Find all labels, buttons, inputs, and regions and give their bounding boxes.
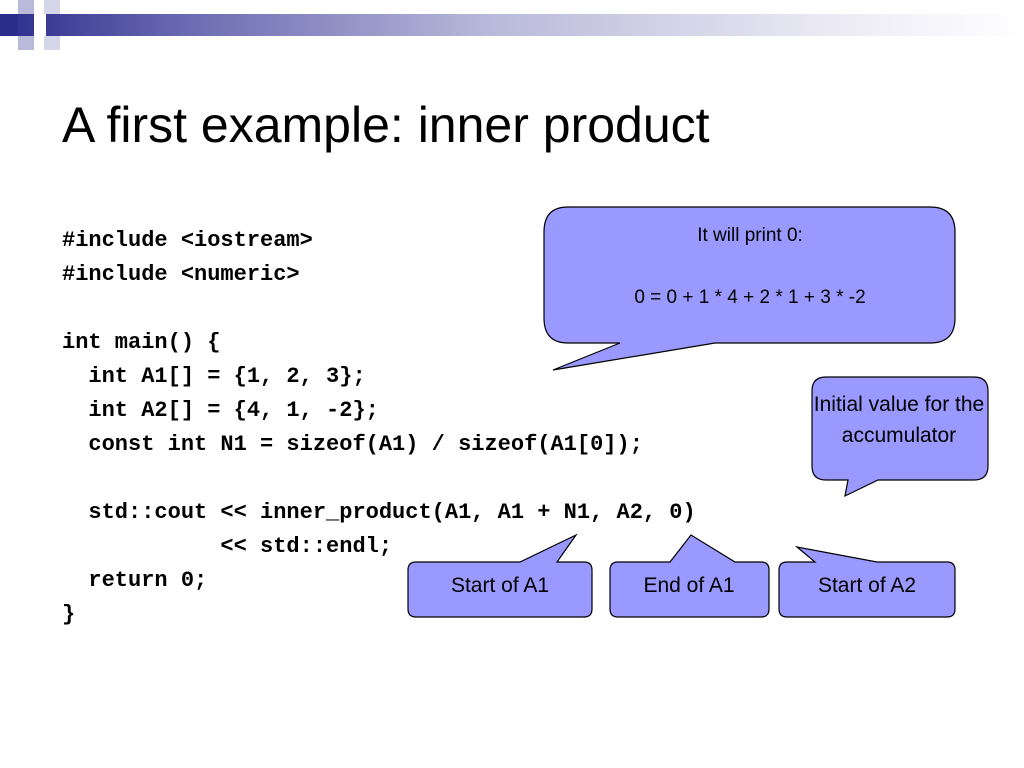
code-line: int A2[] = {4, 1, -2}; bbox=[62, 398, 379, 423]
callout-start-a2-bubble bbox=[778, 545, 956, 618]
callout-start-a1-text: Start of A1 bbox=[450, 574, 550, 597]
code-line: } bbox=[62, 602, 76, 627]
header-square bbox=[60, 0, 78, 14]
header-square bbox=[0, 14, 18, 36]
code-line: #include <iostream> bbox=[62, 228, 313, 253]
callout-start-a1-bubble bbox=[407, 533, 593, 618]
code-line: #include <numeric> bbox=[62, 262, 300, 287]
code-line bbox=[62, 462, 696, 496]
callout-result-line1: It will print 0: bbox=[697, 225, 803, 246]
header-square bbox=[18, 36, 34, 50]
header-square bbox=[34, 14, 46, 36]
code-line: int A1[] = {1, 2, 3}; bbox=[62, 364, 366, 389]
callout-initial-value-text: Initial value for the accumulator bbox=[813, 393, 985, 447]
code-line: const int N1 = sizeof(A1) / sizeof(A1[0]… bbox=[62, 432, 643, 457]
code-line: return 0; bbox=[62, 568, 208, 593]
header-square bbox=[44, 36, 60, 50]
code-line: << std::endl; bbox=[62, 534, 393, 559]
callout-initial-value-bubble bbox=[811, 376, 989, 498]
code-line: std::cout << inner_product(A1, A1 + N1, … bbox=[62, 500, 696, 525]
code-line: int main() { bbox=[62, 330, 221, 355]
callout-end-a1-bubble bbox=[609, 534, 770, 618]
header-gradient-bar bbox=[0, 14, 1024, 36]
callout-result-bubble bbox=[543, 206, 956, 371]
header-square bbox=[44, 0, 60, 14]
callout-result-line2: 0 = 0 + 1 * 4 + 2 * 1 + 3 * -2 bbox=[634, 287, 866, 308]
header-square bbox=[18, 0, 34, 14]
slide-title: A first example: inner product bbox=[62, 97, 710, 153]
callout-start-a2-text: Start of A2 bbox=[817, 574, 917, 597]
code-block: #include <iostream> #include <numeric> i… bbox=[62, 224, 696, 632]
callout-end-a1-text: End of A1 bbox=[643, 574, 735, 597]
